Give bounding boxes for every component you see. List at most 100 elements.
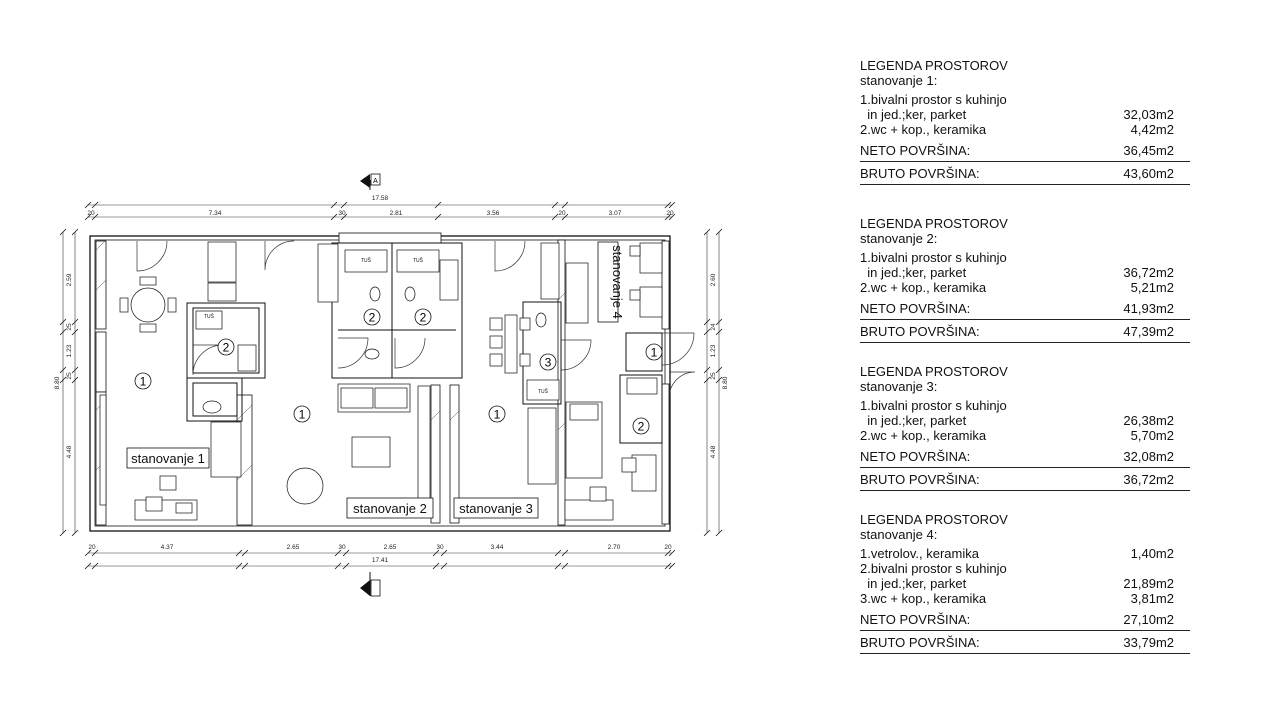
dimension-tick [71,376,79,384]
dimension-tick [340,201,348,209]
dimension-tick [664,549,672,557]
dimension-tick [551,201,559,209]
dim-left-5: 4.48 [66,445,73,458]
dim-bottom-1: 20 [88,544,96,551]
dimension-tick [71,318,79,326]
dimension-lines [62,204,720,567]
legend-row: 1.bivalni prostor s kuhinjo [860,398,1190,413]
apartment-label-box-2 [346,497,434,519]
dimension-tick [715,318,723,326]
furniture-apartment-3 [489,314,614,521]
dimension-tick [551,213,559,221]
furniture-apartment-1 [99,276,242,521]
shower-label-3: TUŠ [413,257,424,264]
dim-top-total: 17.58 [372,195,389,202]
dimension-tick [715,529,723,537]
legend-room-area: 3,81m2 [1130,591,1174,606]
dim-right-4: 25 [710,372,717,380]
dimension-tick [703,529,711,537]
dim-top-6: 20 [558,210,566,217]
room-number: 2 [223,341,230,355]
legend-room-text: 3.wc + kop., keramika [860,591,987,606]
room-number-circle [217,338,235,356]
legend-bruto-row: BRUTO POVRŠINA: 43,60m2 [860,166,1190,185]
dimension-tick [84,549,92,557]
dimension-tick [703,318,711,326]
legend-bruto-row: BRUTO POVRŠINA:33,79m2 [860,635,1190,654]
dimension-tick [330,201,338,209]
dimension-tick [91,201,99,209]
legend-room-area: 32,03m2 [1123,107,1174,122]
dimension-tick [342,562,350,570]
legend-neto-row: NETO POVRŠINA:41,93m2 [860,301,1190,320]
dimension-tick [715,376,723,384]
dim-top-1: 20 [87,210,95,217]
legend-bruto-value: 47,39m2 [1123,324,1174,339]
dimension-tick [84,201,92,209]
floor-plan: 17.58 20 7.34 30 2.81 3.56 20 3.07 20 20… [54,173,729,597]
room-number-circle [488,405,506,423]
room-number-circle [134,372,152,390]
dimension-tick [59,318,67,326]
dimension-tick [59,529,67,537]
legend-bruto-value: 36,72m2 [1123,472,1174,487]
bathroom-fixtures [195,249,658,414]
room-number: 1 [299,408,306,422]
dim-right-3: 1.23 [710,344,717,357]
dim-left-3: 1.23 [66,344,73,357]
legend-row: 1.bivalni prostor s kuhinjo [860,250,1190,265]
dimension-tick [235,562,243,570]
dim-right-1: 2.60 [710,273,717,286]
legend-subtitle: stanovanje 4: [860,527,938,542]
dim-bottom-3: 2.65 [287,544,300,551]
section-marker-label: A [373,178,378,185]
dimension-tick [91,562,99,570]
legend-room-area: 36,72m2 [1123,265,1174,280]
dimension-tick [440,562,448,570]
dimension-tick [59,228,67,236]
legend-subtitle: stanovanje 2: [860,231,938,246]
dimension-tick [91,213,99,221]
dimension-tick [668,549,676,557]
legend-room-area: 1,40m2 [1130,546,1174,561]
dimension-tick [664,562,672,570]
legend-title: LEGENDA PROSTOROV [860,364,1008,379]
dimension-tick [715,328,723,336]
legend-neto-value: 32,08m2 [1123,449,1174,464]
legend-row: 3.wc + kop., keramika 3,81m2 [860,591,1190,606]
legend-room-area: 5,21m2 [1130,280,1174,295]
legend-title: LEGENDA PROSTOROV [860,512,1008,527]
legend-bruto-label: BRUTO POVRŠINA: [860,166,980,181]
legend-neto-value: 27,10m2 [1123,612,1174,627]
dimension-tick [334,562,342,570]
furniture-apartment-2 [286,383,431,517]
legend-room-area: 5,70m2 [1130,428,1174,443]
shower-label-4: TUŠ [538,388,549,395]
legend-bruto-value: 33,79m2 [1123,635,1174,650]
room-number: 1 [140,375,147,389]
legend-bruto-value: 43,60m2 [1123,166,1174,181]
dimension-tick [715,366,723,374]
dimension-tick [84,562,92,570]
legend-neto-value: 36,45m2 [1123,143,1174,158]
dimension-tick [668,562,676,570]
legend-room-text: in jed.;ker, parket [860,413,967,428]
dimension-tick [91,549,99,557]
legend-room-text: 1.bivalni prostor s kuhinjo [860,92,1007,107]
section-marker-top: A [360,173,381,190]
room-number: 2 [420,311,427,325]
legend-room-area: 26,38m2 [1123,413,1174,428]
legend-bruto-row: BRUTO POVRŠINA:47,39m2 [860,324,1190,343]
dimension-tick [561,201,569,209]
dim-right-total: 8.80 [722,376,729,389]
dimension-tick [342,549,350,557]
dimension-tick [71,529,79,537]
dim-bottom-4: 30 [338,544,346,551]
